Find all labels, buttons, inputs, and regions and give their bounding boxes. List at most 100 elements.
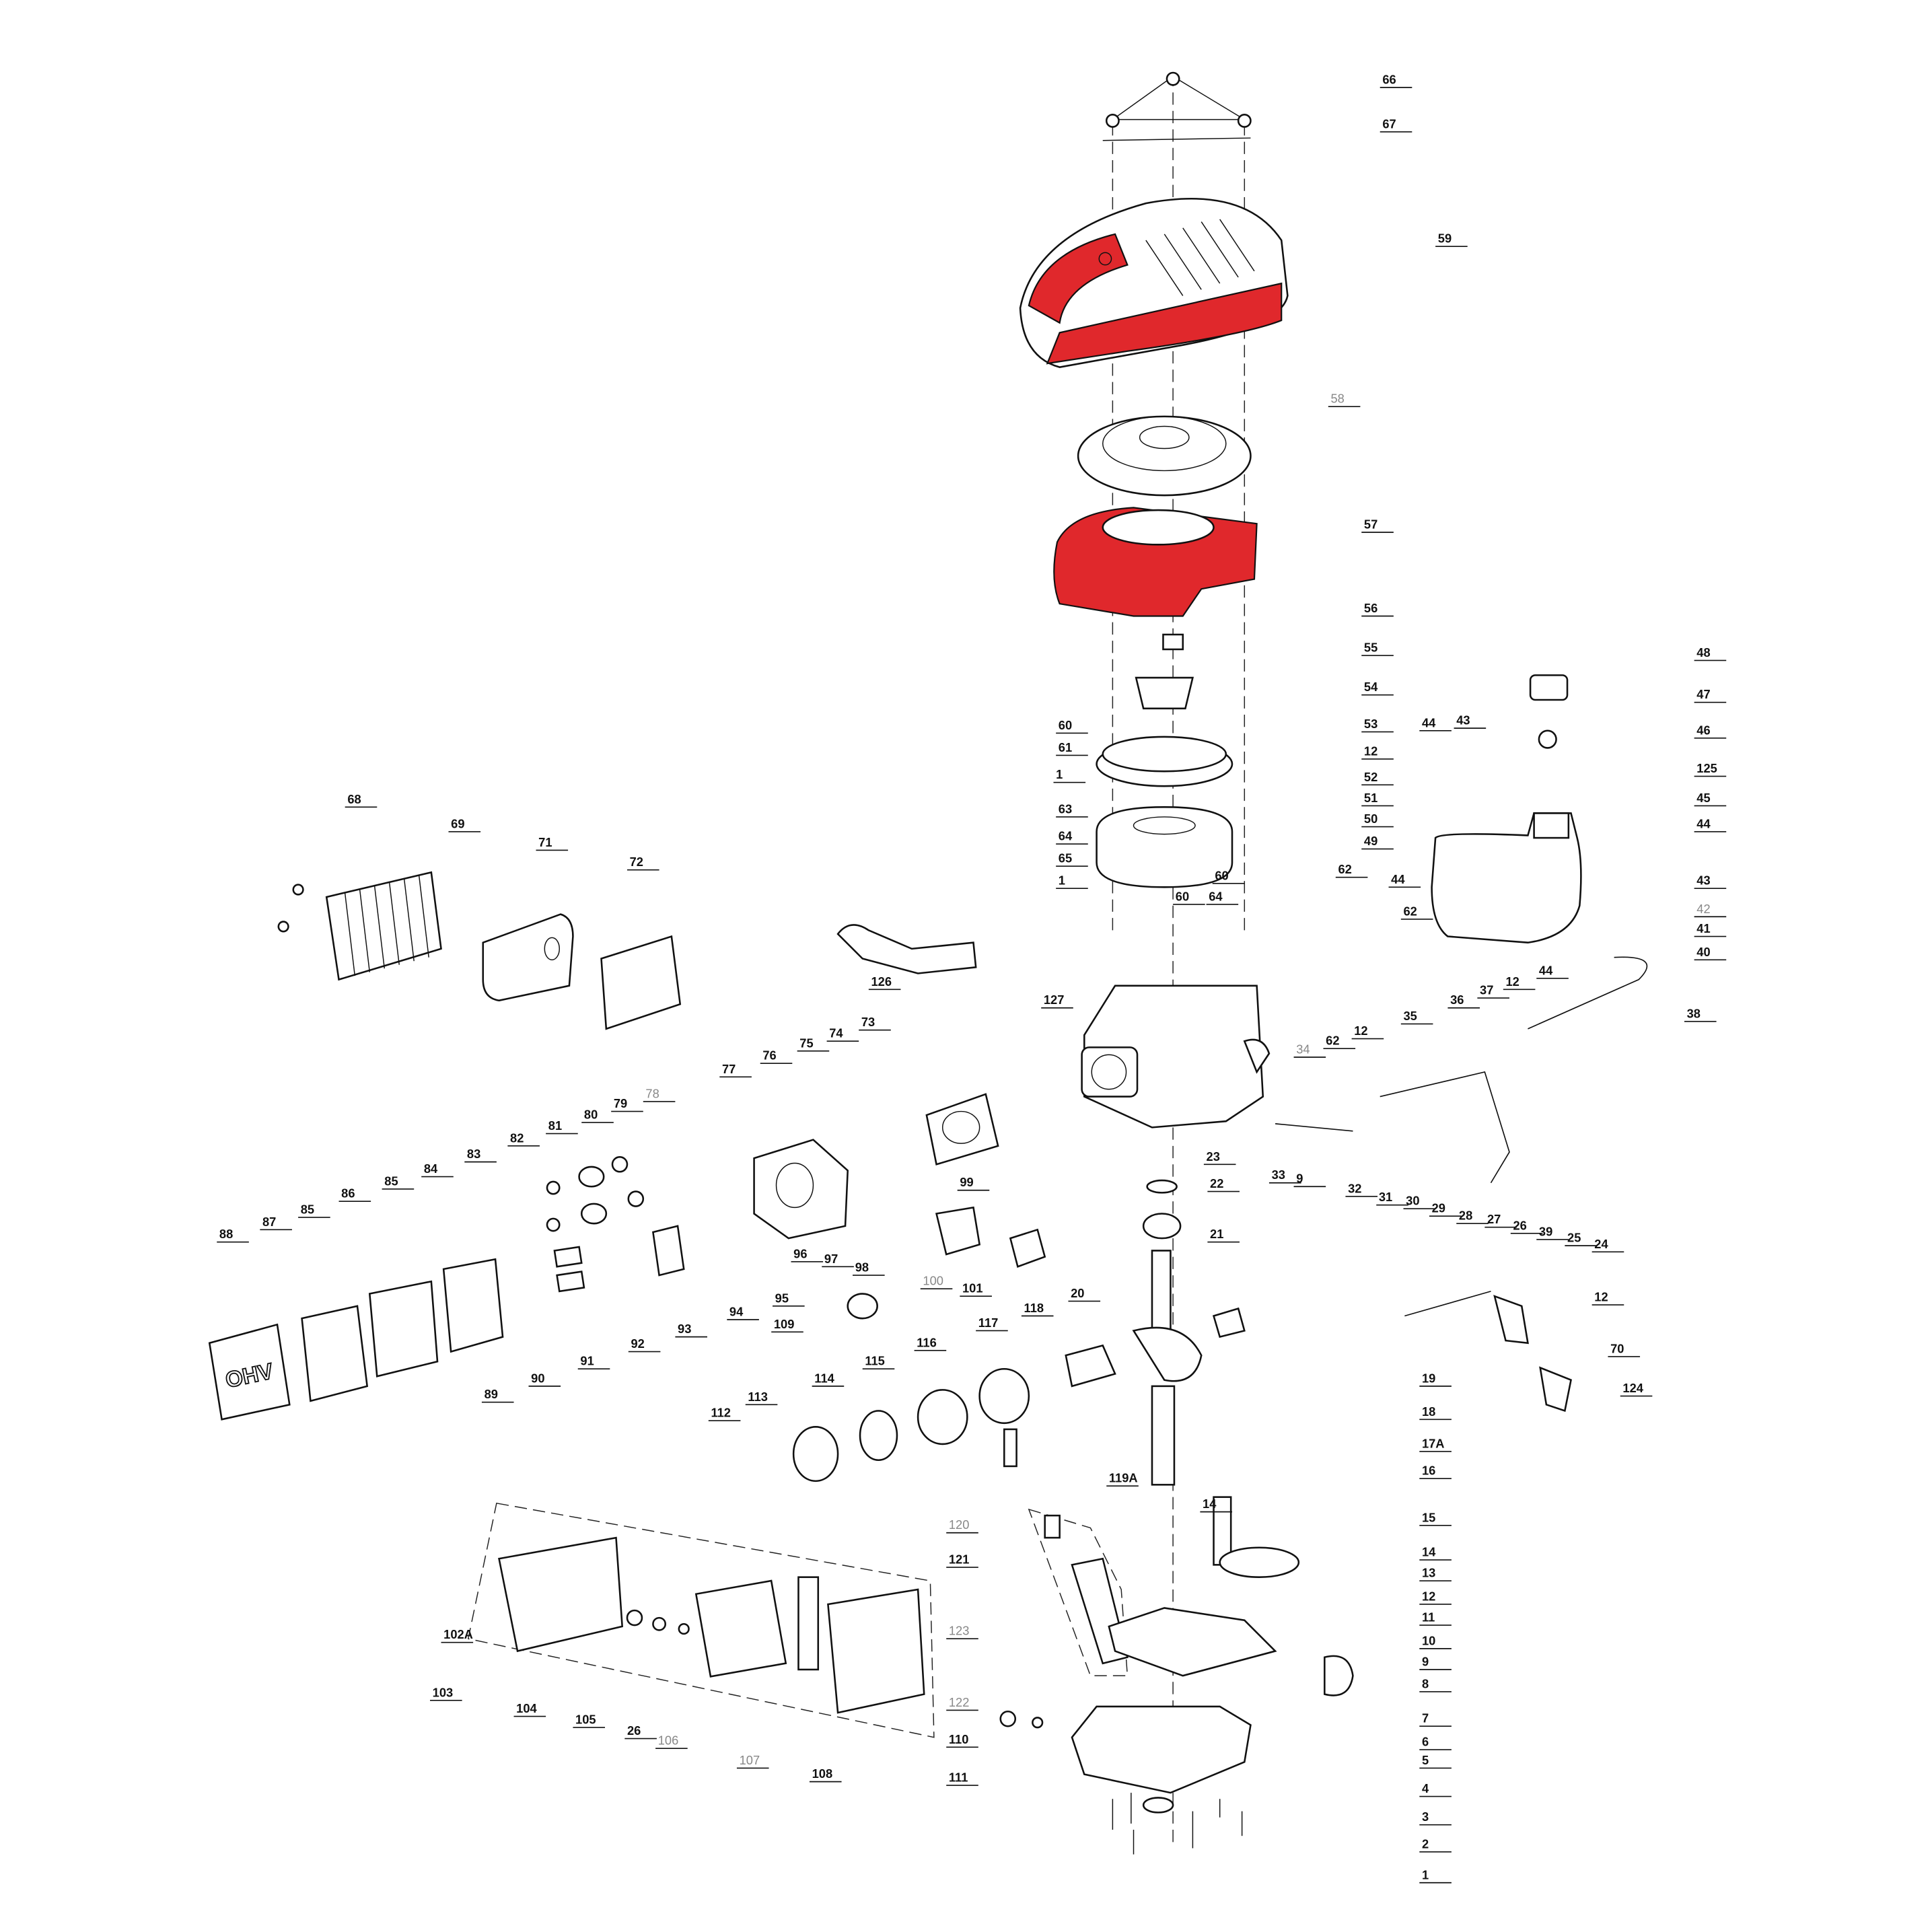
- part-label: 11: [1422, 1610, 1435, 1624]
- part-label: 111: [949, 1770, 968, 1785]
- part-label: 92: [631, 1336, 644, 1351]
- part-label: 79: [614, 1096, 627, 1110]
- part-label: 12: [1422, 1589, 1435, 1603]
- part-label: 112: [711, 1406, 731, 1420]
- cylinder-head-77: [753, 1093, 999, 1240]
- part-label: 48: [1696, 645, 1710, 659]
- part-label: 1: [1422, 1867, 1429, 1882]
- part-label: 12: [1364, 744, 1378, 758]
- part-label: 62: [1404, 904, 1417, 918]
- part-label: 81: [548, 1118, 562, 1133]
- part-label: 70: [1610, 1341, 1624, 1355]
- part-label: 83: [467, 1147, 480, 1161]
- part-label: 60: [1059, 718, 1072, 732]
- air-filter-assembly: [467, 1502, 935, 1738]
- part-label: 122: [949, 1695, 970, 1709]
- part-label: 39: [1539, 1224, 1552, 1238]
- part-label: 14: [1203, 1497, 1217, 1511]
- part-label: 98: [855, 1260, 869, 1275]
- part-label: 82: [510, 1131, 524, 1145]
- part-label: 64: [1209, 889, 1223, 903]
- part-label: 61: [1059, 740, 1072, 754]
- part-label: 65: [1059, 851, 1072, 865]
- part-label: 1: [1059, 873, 1065, 888]
- part-label: 18: [1422, 1404, 1435, 1419]
- part-label: 52: [1364, 770, 1378, 784]
- valve-springs: [546, 1156, 685, 1293]
- part-label: 35: [1404, 1009, 1417, 1023]
- part-label: 59: [1438, 231, 1452, 246]
- part-label: 118: [1024, 1301, 1044, 1315]
- part-label: 120: [949, 1517, 970, 1532]
- part-label: 34: [1296, 1042, 1310, 1057]
- crankcase-cover-3: [999, 1705, 1252, 1855]
- part-label: 44: [1422, 715, 1436, 729]
- part-label: 15: [1422, 1510, 1435, 1524]
- part-label: 32: [1348, 1181, 1361, 1195]
- part-label: 43: [1696, 873, 1710, 888]
- part-label: 96: [793, 1246, 807, 1260]
- part-label: 4: [1422, 1781, 1429, 1795]
- part-label: 44: [1696, 816, 1711, 830]
- part-label: 74: [829, 1026, 843, 1040]
- part-label: 28: [1459, 1209, 1472, 1223]
- part-label: 24: [1594, 1237, 1608, 1251]
- part-label: 2: [1422, 1836, 1429, 1851]
- part-label: 85: [301, 1203, 314, 1217]
- part-label: 26: [1513, 1218, 1526, 1232]
- part-label: 89: [485, 1387, 498, 1401]
- part-label: 14: [1422, 1545, 1436, 1559]
- part-label: 50: [1364, 812, 1378, 826]
- part-label: 108: [812, 1766, 833, 1781]
- part-label: 106: [658, 1733, 679, 1748]
- part-label: 6: [1422, 1735, 1429, 1749]
- part-label: 80: [584, 1108, 598, 1122]
- part-label: 49: [1364, 834, 1378, 848]
- part-label: 97: [824, 1252, 838, 1266]
- part-label: 69: [451, 816, 464, 830]
- part-label: 57: [1364, 517, 1378, 531]
- part-label: 78: [645, 1086, 659, 1100]
- part-label: 116: [917, 1335, 937, 1349]
- part-label: 84: [424, 1161, 438, 1176]
- part-label: 12: [1354, 1024, 1367, 1038]
- part-label: 3: [1422, 1810, 1429, 1824]
- part-label: 62: [1338, 862, 1351, 876]
- part-label: 27: [1487, 1212, 1501, 1226]
- blower-housing-57: [1053, 507, 1258, 617]
- part-label: 127: [1044, 993, 1065, 1007]
- part-label: 12: [1594, 1290, 1608, 1304]
- part-label: 102A: [443, 1627, 473, 1641]
- part-label: 124: [1622, 1381, 1643, 1395]
- part-label: 72: [630, 855, 643, 869]
- part-label: 42: [1696, 902, 1710, 916]
- part-label: 17A: [1422, 1436, 1445, 1450]
- part-label: 68: [347, 792, 361, 806]
- part-label: 33: [1272, 1168, 1285, 1182]
- part-label: 110: [949, 1732, 969, 1746]
- ignition-coil-63: [836, 924, 977, 974]
- part-label: 53: [1364, 717, 1378, 731]
- part-label: 88: [219, 1227, 233, 1241]
- flywheel-assembly: [1096, 633, 1233, 888]
- part-label: 101: [962, 1281, 983, 1295]
- part-number-labels: 6667595857565554531252515049484746125454…: [217, 73, 1727, 1884]
- part-label: 9: [1296, 1172, 1303, 1186]
- part-label: 55: [1364, 641, 1378, 655]
- part-label: 86: [341, 1186, 355, 1201]
- part-label: 100: [923, 1274, 943, 1288]
- engine-cover-59: [1019, 197, 1289, 368]
- part-label: 43: [1456, 713, 1470, 727]
- part-label: 25: [1567, 1231, 1581, 1245]
- dipstick-tube-119A: [1028, 1508, 1129, 1676]
- part-label: 62: [1326, 1034, 1339, 1048]
- part-label: 46: [1696, 723, 1710, 737]
- part-label: 121: [949, 1552, 970, 1567]
- part-label: 99: [960, 1175, 973, 1189]
- part-label: 114: [814, 1371, 834, 1385]
- part-label: 40: [1696, 945, 1710, 959]
- part-label: 29: [1432, 1201, 1445, 1215]
- part-label: 23: [1207, 1149, 1220, 1164]
- part-label: 8: [1422, 1676, 1429, 1690]
